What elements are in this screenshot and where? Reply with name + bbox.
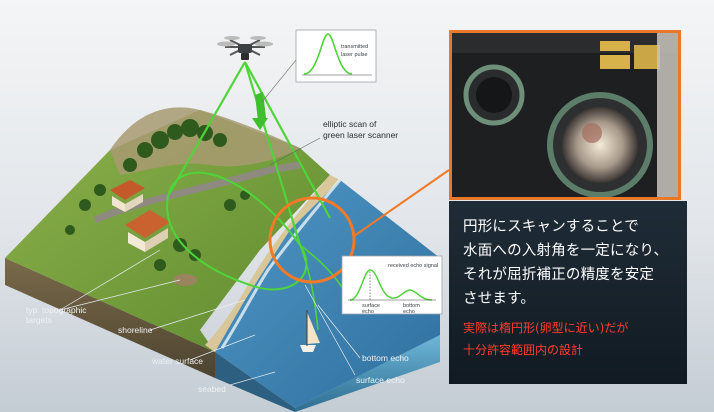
surf-line: [220, 179, 342, 349]
rock-pile: [173, 274, 197, 286]
caption-line-4: させます。: [463, 291, 536, 307]
pulse-box-label-1: transmitted: [341, 44, 368, 50]
road: [93, 161, 301, 224]
scanner-housing-photo-icon: [452, 33, 678, 197]
bottom-echo-label: bottom echo: [362, 353, 409, 363]
echo-box-bottom-2: echo: [403, 309, 415, 315]
pulse-box-label-2: laser pulse: [341, 52, 368, 58]
trees: [65, 119, 250, 271]
caption-line-1: 円形にスキャンすることで: [463, 219, 639, 235]
echo-box-title: received echo signal: [388, 263, 438, 269]
drone: [217, 36, 273, 60]
laser-direction-arrow: [252, 118, 268, 130]
water-block-side-left: [215, 352, 295, 412]
surface-echo-label: surface echo: [356, 375, 405, 385]
echo-box-bottom-1: bottom: [403, 303, 420, 309]
echo-box-surface-1: surface: [362, 303, 380, 309]
house-1: [110, 180, 145, 212]
warning-label-2: [600, 55, 630, 69]
sailboat: [300, 310, 320, 352]
caption-panel: 円形にスキャンすることで 水面への入射角を一定になり、 それが屈折補正の精度を安…: [449, 201, 687, 384]
echo-signal-box: received echo signal surface echo bottom…: [341, 255, 443, 315]
note-line-1: 実際は楕円形(卵型に近い)だが: [463, 321, 629, 335]
land-block-side: [5, 258, 215, 378]
water-surface-area: [215, 180, 440, 408]
scanner-leader: [269, 137, 321, 166]
scanner-label-1: elliptic scan of: [323, 119, 377, 129]
shoreline-label: shoreline: [118, 325, 153, 335]
caption-main: 円形にスキャンすることで 水面への入射角を一定になり、 それが屈折補正の精度を安…: [463, 215, 675, 311]
laser-beams: [166, 61, 346, 331]
water-surface-label: water surface: [151, 356, 203, 366]
house-2: [125, 210, 170, 252]
caption-line-2: 水面への入射角を一定になり、: [463, 243, 669, 259]
seabed-label: seabed: [198, 384, 226, 394]
targets-label-2: targets: [26, 315, 52, 325]
warning-label-1: [600, 41, 630, 51]
caption-note: 実際は楕円形(卵型に近い)だが 十分許容範囲内の設計: [463, 317, 675, 361]
echo-box-surface-2: echo: [362, 309, 374, 315]
targets-label-1: typ. topographic: [26, 305, 87, 315]
transmitted-pulse-box: transmitted laser pulse: [295, 29, 377, 83]
scanner-photo: [449, 30, 681, 200]
note-line-2: 十分許容範囲内の設計: [463, 343, 584, 357]
label-leaders: [59, 249, 361, 386]
highlight-circle: [268, 196, 356, 284]
water-block-side-front: [295, 335, 440, 412]
rocky-hill: [110, 107, 300, 175]
laser-pulse-marker: [255, 92, 266, 121]
highlight-connector: [353, 169, 450, 237]
pulse-box-leader: [261, 59, 297, 103]
scanner-label-2: green laser scanner: [323, 130, 398, 140]
caption-line-3: それが屈折補正の精度を安定: [463, 267, 655, 283]
